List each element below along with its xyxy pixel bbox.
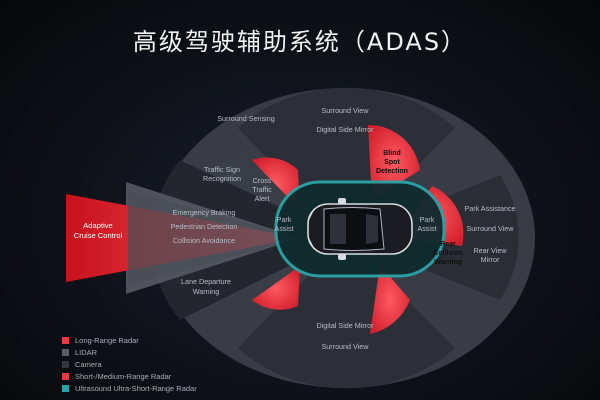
svg-text:Assist: Assist [274, 224, 293, 233]
svg-text:Warning: Warning [193, 287, 220, 296]
label-surround-view-top: Surround View [321, 106, 369, 115]
svg-text:Rear: Rear [440, 241, 456, 248]
svg-text:Recognition: Recognition [203, 174, 241, 183]
label-digital-side-mirror-bottom: Digital Side Mirror [316, 321, 374, 330]
svg-text:Traffic Sign: Traffic Sign [204, 165, 240, 174]
legend-label: Short-/Medium-Range Radar [75, 371, 172, 381]
label-rear-collision-warning: Rear Collision Warning [433, 241, 463, 266]
lidar-overlay [128, 190, 300, 286]
svg-text:Traffic: Traffic [252, 185, 272, 194]
label-collision-avoidance: Collision Avoidance [173, 236, 235, 245]
svg-text:Rear View: Rear View [473, 246, 507, 255]
radar-lobe-rear-bottom [370, 265, 410, 334]
legend-swatch-long-range-radar [62, 336, 69, 344]
label-rear-view-mirror: Rear View Mirror [473, 246, 507, 264]
legend-label: LIDAR [75, 347, 98, 357]
camera-sector-bottom [238, 238, 455, 389]
svg-text:Warning: Warning [434, 259, 462, 266]
svg-text:Lane Departure: Lane Departure [181, 277, 231, 286]
legend-item: Short-/Medium-Range Radar [62, 370, 197, 382]
legend: Long-Range Radar LIDAR Camera Short-/Med… [62, 334, 197, 394]
svg-text:Cross: Cross [253, 176, 272, 185]
radar-lobe-front-bottom [252, 266, 300, 310]
label-blind-spot-detection: Blind Spot Detection [376, 150, 408, 175]
label-lane-departure-warning: Lane Departure Warning [181, 277, 231, 296]
label-park-assist-left: Park Assist [274, 215, 293, 233]
page-title: 高级驾驶辅助系统（ADAS） [132, 28, 468, 56]
label-digital-side-mirror-top: Digital Side Mirror [316, 125, 374, 134]
legend-swatch-camera [62, 360, 69, 368]
legend-swatch-ultrasound [62, 384, 69, 392]
legend-item: Ultrasound Ultra-Short-Range Radar [62, 382, 197, 394]
label-surround-view-bottom: Surround View [321, 342, 369, 351]
svg-text:Cruise Control: Cruise Control [74, 231, 123, 240]
label-cross-traffic-alert: Cross Traffic Alert [252, 176, 272, 203]
svg-text:Adaptive: Adaptive [83, 221, 113, 230]
svg-text:Detection: Detection [376, 168, 408, 175]
svg-text:Park: Park [277, 215, 292, 224]
legend-label: Long-Range Radar [75, 335, 139, 345]
legend-item: Long-Range Radar [62, 334, 197, 346]
legend-swatch-short-medium-radar [62, 372, 69, 380]
car-top-view [307, 198, 413, 260]
legend-item: Camera [62, 358, 197, 370]
legend-item: LIDAR [62, 346, 197, 358]
svg-text:Blind: Blind [383, 150, 401, 157]
svg-text:Collision: Collision [433, 250, 463, 257]
camera-sector-top [238, 87, 455, 239]
legend-label: Camera [75, 359, 102, 369]
label-emergency-braking: Emergency Braking [173, 208, 236, 217]
svg-text:Mirror: Mirror [481, 255, 500, 264]
svg-text:Park: Park [420, 215, 435, 224]
svg-text:Spot: Spot [384, 159, 400, 166]
label-surround-view-right: Surround View [466, 224, 514, 233]
label-park-assistance: Park Assistance [464, 204, 515, 213]
label-traffic-sign-recognition: Traffic Sign Recognition [203, 165, 241, 183]
label-surround-sensing: Surround Sensing [217, 114, 275, 123]
legend-swatch-lidar [62, 348, 69, 356]
label-adaptive-cruise-control: Adaptive Cruise Control [74, 221, 123, 240]
label-pedestrian-detection: Pedestrian Detection [171, 222, 238, 231]
svg-text:Alert: Alert [255, 194, 270, 203]
label-park-assist-right: Park Assist [417, 215, 436, 233]
legend-label: Ultrasound Ultra-Short-Range Radar [75, 383, 197, 393]
svg-text:Assist: Assist [417, 224, 436, 233]
